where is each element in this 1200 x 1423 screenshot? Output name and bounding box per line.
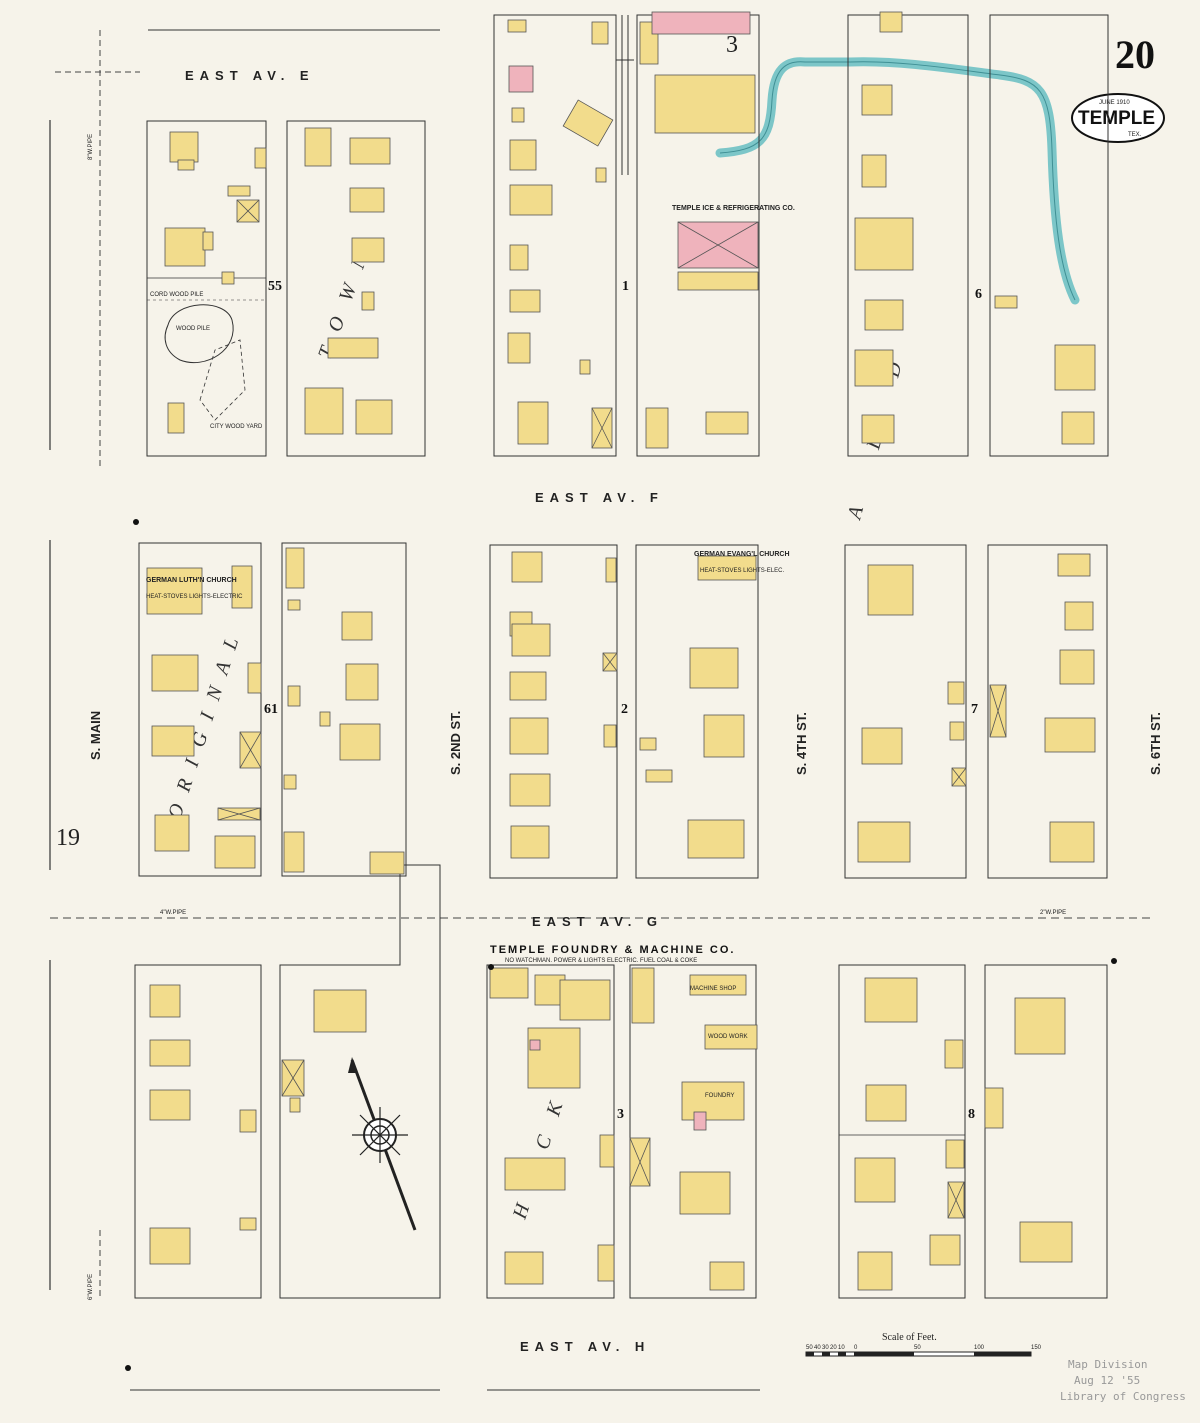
library-stamp: Map Division Aug 12 '55 Library of Congr… bbox=[1060, 1358, 1186, 1403]
label-lutheran-note: HEAT-STOVES LIGHTS-ELECTRIC bbox=[146, 594, 243, 600]
scale-tick-label: 10 bbox=[838, 1345, 845, 1351]
label-cord-wood: CORD WOOD PILE bbox=[150, 292, 203, 298]
title-state: TEX. bbox=[1128, 132, 1142, 138]
block-number-7: 7 bbox=[971, 702, 978, 717]
street-s-4th: S. 4TH ST. bbox=[794, 712, 809, 775]
label-lutheran-church: GERMAN LUTH'N CHURCH bbox=[146, 577, 237, 584]
adjacent-sheet-19: 19 bbox=[56, 825, 80, 851]
water-pipe-right-label: 2"W.PIPE bbox=[1040, 910, 1066, 916]
title-date: JUNE 1910 bbox=[1099, 100, 1130, 106]
buildings-frame bbox=[146, 11, 1096, 1291]
label-wood-pile: WOOD PILE bbox=[176, 326, 210, 332]
block-number-1: 1 bbox=[622, 279, 629, 294]
block-number-6: 6 bbox=[975, 287, 982, 302]
scale-tick-label: 50 bbox=[806, 1345, 813, 1351]
label-foundry-building: FOUNDRY bbox=[705, 1093, 735, 1099]
street-east-av-g: EAST AV. G bbox=[532, 914, 663, 929]
block-outlines bbox=[130, 14, 1109, 1391]
label-ice-company: TEMPLE ICE & REFRIGERATING CO. bbox=[672, 205, 795, 212]
label-city-wood-yard: CITY WOOD YARD bbox=[210, 424, 263, 430]
label-machine-shop: MACHINE SHOP bbox=[690, 986, 736, 992]
water-pipe-mid-label: 4"W.PIPE bbox=[160, 910, 186, 916]
street-east-av-h: EAST AV. H bbox=[520, 1339, 650, 1354]
block-number-55: 55 bbox=[268, 279, 282, 294]
hydrants bbox=[125, 519, 1117, 1371]
street-s-6th: S. 6TH ST. bbox=[1148, 712, 1163, 775]
label-evangelical-note: HEAT-STOVES LIGHTS-ELEC. bbox=[700, 568, 784, 574]
label-foundry-company: TEMPLE FOUNDRY & MACHINE CO. bbox=[490, 944, 735, 956]
sheet-number: 20 bbox=[1115, 32, 1155, 77]
feature-labels: TEMPLE ICE & REFRIGERATING CO. GERMAN LU… bbox=[146, 205, 795, 1099]
water-pipe-left-label: 8"W.PIPE bbox=[88, 134, 94, 160]
scale-tick-label: 100 bbox=[974, 1345, 985, 1351]
block-number-61: 61 bbox=[264, 702, 278, 717]
title-city: TEMPLE bbox=[1078, 108, 1155, 129]
scale-tick-label: 40 bbox=[814, 1345, 821, 1351]
water-pipe-low-label: 6"W.PIPE bbox=[88, 1274, 94, 1300]
adjacent-sheet-3: 3 bbox=[726, 32, 738, 58]
stamp-line-1: Map Division bbox=[1068, 1358, 1147, 1371]
scale-label: Scale of Feet. bbox=[882, 1332, 937, 1343]
street-s-2nd: S. 2ND ST. bbox=[448, 711, 463, 775]
scale-tick-label: 30 bbox=[822, 1345, 829, 1351]
street-east-av-f: EAST AV. F bbox=[535, 490, 664, 505]
block-number-8: 8 bbox=[968, 1107, 975, 1122]
street-s-main: S. MAIN bbox=[88, 711, 103, 760]
wood-pile-outline bbox=[164, 304, 234, 364]
street-east-av-e: EAST AV. E bbox=[185, 68, 315, 83]
title-cartouche: JUNE 1910 TEMPLE TEX. bbox=[1071, 93, 1165, 143]
scale-tick-label: 50 bbox=[914, 1345, 921, 1351]
shed-marks bbox=[217, 199, 1007, 1219]
city-wood-yard-outline bbox=[199, 339, 246, 421]
scale-tick-label: 0 bbox=[854, 1345, 858, 1351]
compass-rose bbox=[348, 1057, 417, 1231]
label-wood-work: WOOD WORK bbox=[708, 1034, 748, 1040]
scale-tick-label: 150 bbox=[1031, 1345, 1042, 1351]
block-number-2: 2 bbox=[621, 702, 628, 717]
stamp-line-3: Library of Congress bbox=[1060, 1390, 1186, 1403]
stamp-line-2: Aug 12 '55 bbox=[1074, 1374, 1140, 1387]
block-number-3: 3 bbox=[617, 1107, 624, 1122]
label-evangelical-church: GERMAN EVANG'L CHURCH bbox=[694, 551, 790, 558]
scale-tick-label: 20 bbox=[830, 1345, 837, 1351]
label-foundry-note: NO WATCHMAN. POWER & LIGHTS ELECTRIC. FU… bbox=[505, 958, 697, 964]
